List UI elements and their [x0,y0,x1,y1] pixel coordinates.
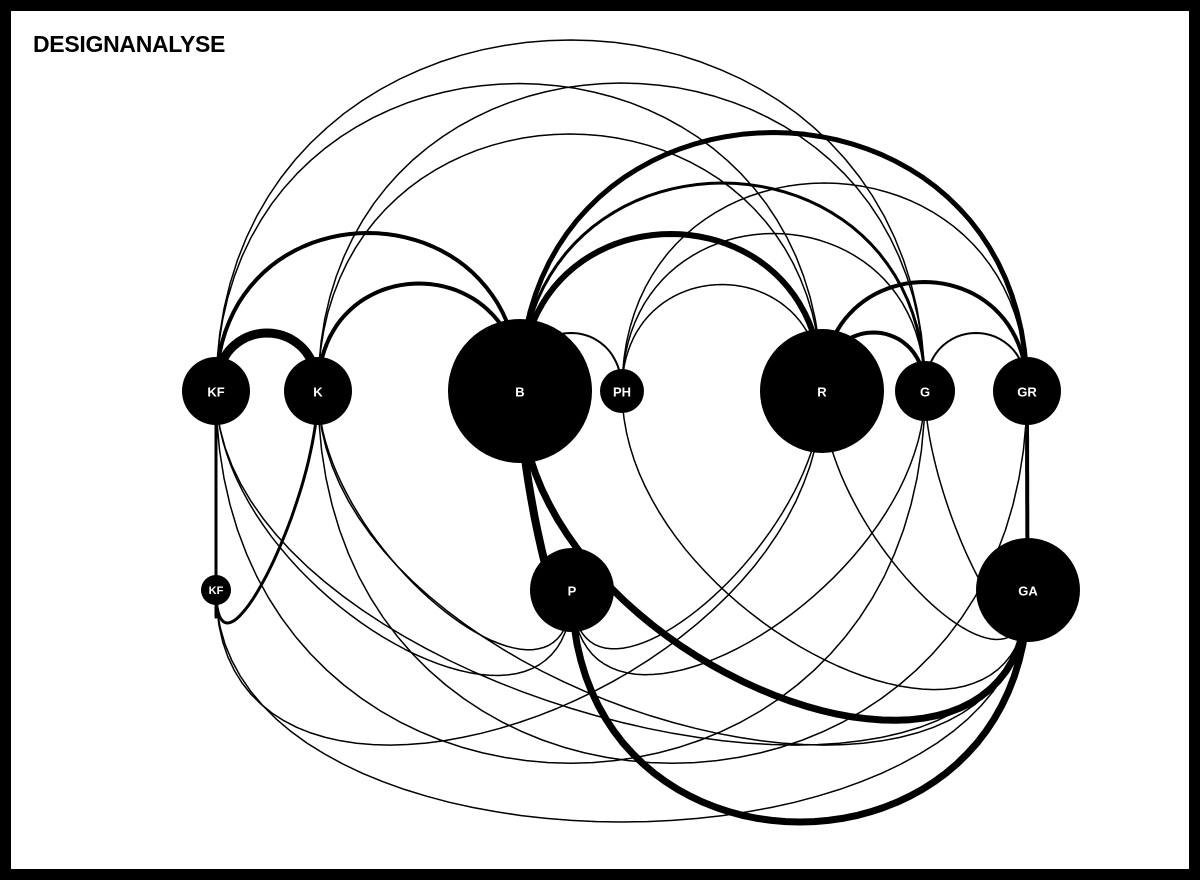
node-label: KF [207,385,224,400]
node-label: GR [1017,385,1037,400]
node-label: R [817,385,827,400]
edge-r-gr [820,280,1029,392]
node-label: G [920,385,930,400]
node-circle [760,329,884,453]
edge-r-p [571,390,823,650]
edge-k-kf2 [214,390,320,625]
edge-ph-ga [621,390,1029,691]
node-circle [976,538,1080,642]
edge-r-kf2 [215,390,823,746]
node-kf2: KF [201,575,231,605]
node-r: R [760,329,884,453]
edge-kf1-g [215,39,926,392]
node-ph: PH [600,369,644,413]
node-g: G [895,361,955,421]
nodes-layer: KF K B PH R G GR KF P GA [182,319,1080,642]
edge-k-g [317,82,926,392]
edge-b-ga [516,390,1032,724]
edge-k-ga [317,390,1029,746]
node-circle [530,548,614,632]
edge-g-p [571,390,926,676]
node-circle [182,357,250,425]
node-circle [895,361,955,421]
node-kf1: KF [182,357,250,425]
edge-ph-g [621,232,926,392]
edge-b-gr [517,130,1030,392]
edge-gr-k [317,390,1028,764]
edge-ph-gr [621,182,1028,392]
node-label: PH [613,385,631,400]
node-gr: GR [993,357,1061,425]
edge-kf1-ga [215,390,1029,746]
edge-kf1-r [215,82,823,392]
node-circle [448,319,592,463]
node-circle [201,575,231,605]
node-k: K [284,357,352,425]
node-label: B [515,385,524,400]
node-label: GA [1018,584,1038,599]
edge-k-r [317,133,823,392]
edge-kf1-b [214,231,522,392]
node-ga: GA [976,538,1080,642]
node-b: B [448,319,592,463]
page-title: DESIGNANALYSE [33,31,226,57]
edges-layer [211,39,1032,826]
edge-k-p [317,390,573,651]
node-label: KF [209,585,224,597]
node-label: P [568,584,577,599]
node-label: K [313,385,323,400]
node-circle [600,369,644,413]
node-circle [993,357,1061,425]
node-p: P [530,548,614,632]
edge-kf1-p [215,390,573,677]
edge-kf2-ga [215,589,1029,823]
node-circle [284,357,352,425]
edge-b-g [518,181,927,392]
edge-g-kf1 [215,390,926,764]
edge-b-r [517,231,825,392]
